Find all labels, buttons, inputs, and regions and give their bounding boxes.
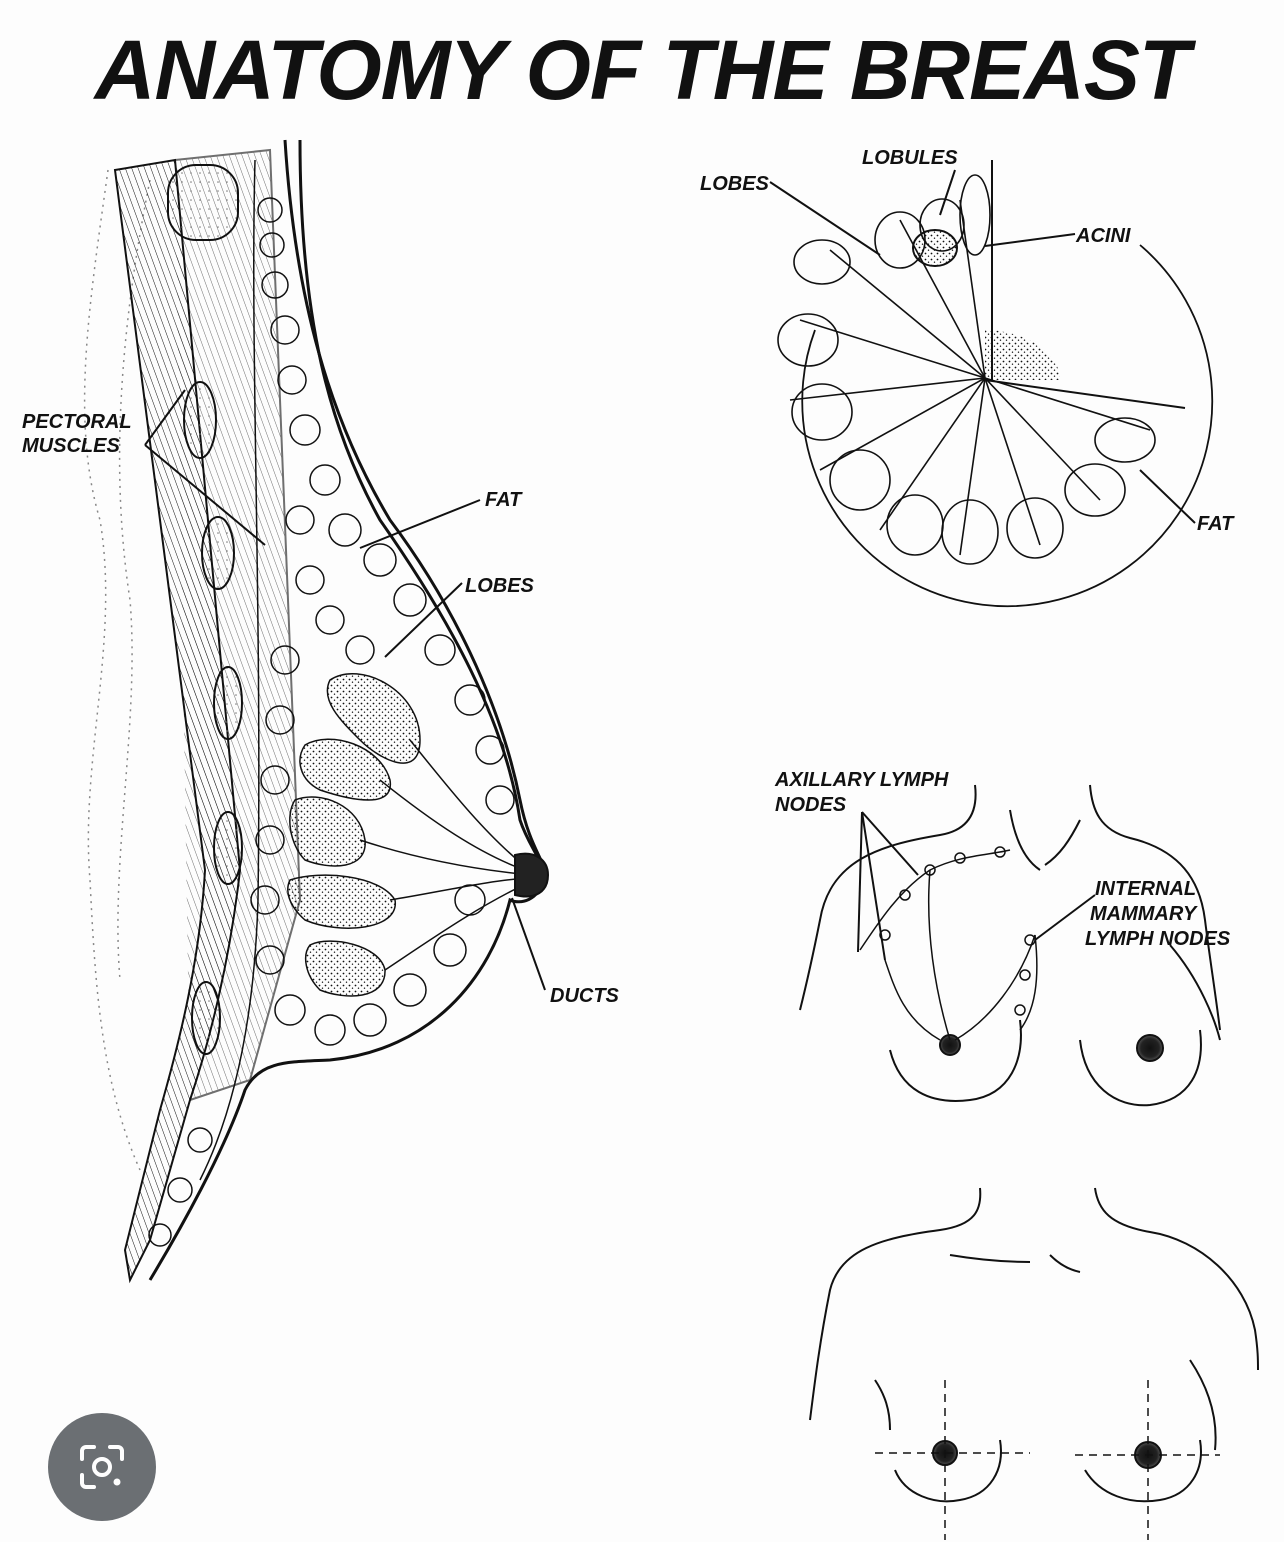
label-ducts: DUCTS <box>550 985 620 1007</box>
right-nipple <box>1136 1034 1164 1062</box>
label-fat-top: FAT <box>1197 513 1235 535</box>
label-pectoral-line2: MUSCLES <box>22 435 120 457</box>
rib <box>167 164 239 241</box>
rib <box>213 811 243 885</box>
page-title: ANATOMY OF THE BREAST <box>94 23 1190 117</box>
label-fat-side: FAT <box>485 489 523 511</box>
quadrant-torso-view <box>809 1187 1259 1540</box>
dotted-tissue-outline <box>83 169 141 1171</box>
label-internal-line2: MAMMARY <box>1090 903 1198 925</box>
rib <box>191 981 221 1055</box>
side-view-leaders <box>144 389 546 991</box>
glandular-lobes <box>287 673 421 997</box>
label-lobules: LOBULES <box>862 147 958 169</box>
lobe-view-nipple <box>985 330 1060 380</box>
ducts <box>359 739 531 971</box>
quad-right-breast <box>1084 1439 1202 1503</box>
right-breast-outline <box>1079 1029 1202 1107</box>
sagittal-breast-view <box>83 139 550 1284</box>
fat-lobules <box>148 197 515 1247</box>
label-acini: ACINI <box>1075 225 1131 247</box>
quadrant-guides <box>875 1380 1220 1540</box>
acini-cluster <box>912 229 958 267</box>
label-lobes-top: LOBES <box>700 173 770 195</box>
label-lobes-side: LOBES <box>465 575 535 597</box>
label-pectoral-line1: PECTORAL <box>22 411 132 433</box>
label-internal-line3: LYMPH NODES <box>1085 928 1231 950</box>
rib <box>201 516 235 590</box>
lymph-node-chains <box>859 846 1038 1041</box>
lens-search-button[interactable] <box>48 1413 156 1521</box>
lobule-clusters <box>777 174 1156 565</box>
breast-outline-circle <box>801 244 1214 608</box>
label-internal-line1: INTERNAL <box>1095 878 1196 900</box>
label-axillary-line1: AXILLARY LYMPH <box>774 769 949 791</box>
lobe-structure-view <box>769 160 1214 608</box>
lymph-torso-view <box>799 784 1221 1107</box>
rib <box>183 381 217 459</box>
google-lens-icon <box>80 1445 124 1489</box>
label-axillary-line2: NODES <box>775 794 847 816</box>
quad-left-breast <box>894 1439 1002 1503</box>
nipple <box>514 852 550 898</box>
rib <box>213 666 243 740</box>
left-breast-outline <box>889 1019 1022 1102</box>
